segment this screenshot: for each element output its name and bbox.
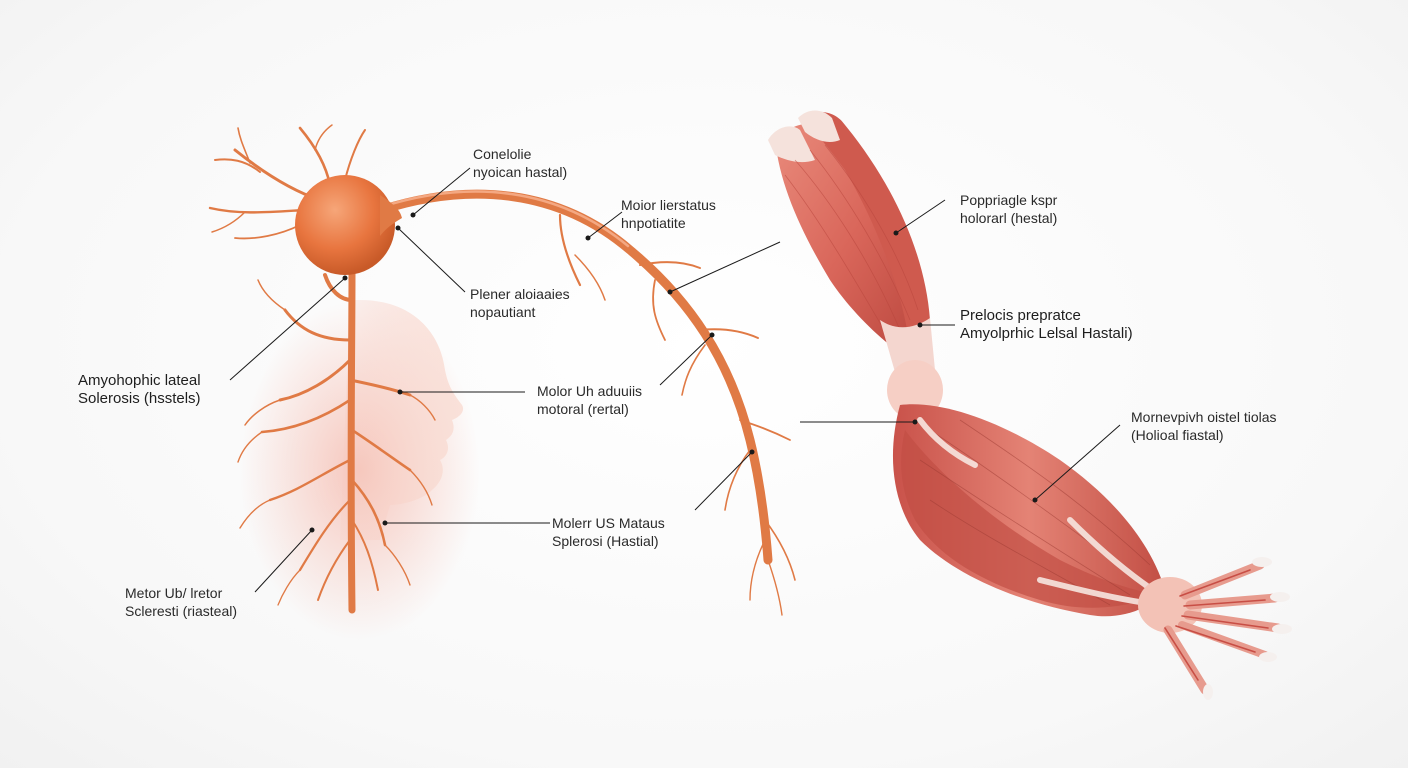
label-line: Metor Ub/ lretor bbox=[125, 585, 223, 601]
label-line: holorarl (hestal) bbox=[960, 210, 1058, 226]
leader-dots bbox=[309, 212, 1038, 533]
label-prelocis: Prelocis prepratce Amyolprhic Lelsal Has… bbox=[960, 307, 1133, 343]
label-line: Moior lierstatus bbox=[621, 197, 716, 213]
label-molerr-us: Molerr US Mataus Splerosi (Hastial) bbox=[552, 514, 665, 550]
hand bbox=[1138, 557, 1292, 700]
label-line: nopautiant bbox=[470, 304, 536, 320]
label-line: hnpotiatite bbox=[621, 215, 686, 231]
neuron-soma bbox=[295, 175, 395, 275]
label-line: nyoican hastal) bbox=[473, 164, 568, 180]
label-line: Amyohophic lateal bbox=[78, 372, 201, 389]
label-line: Poppriagle kspr bbox=[960, 192, 1058, 208]
label-line: Scleresti (riasteal) bbox=[125, 603, 238, 619]
motor-axon bbox=[370, 189, 773, 565]
label-line: Prelocis prepratce bbox=[960, 307, 1081, 324]
motor-axon-highlight bbox=[376, 190, 630, 248]
label-line: Mornevpivh oistel tiolas bbox=[1131, 409, 1277, 425]
label-line: Conelolie bbox=[473, 146, 532, 162]
label-line: (Holioal fiastal) bbox=[1131, 427, 1224, 443]
label-line: Splerosi (Hastial) bbox=[552, 533, 659, 549]
leader-lines bbox=[229, 167, 1121, 593]
label-molor-uh: Molor Uh aduuiis motoral (rertal) bbox=[537, 382, 642, 418]
label-line: motoral (rertal) bbox=[537, 401, 629, 417]
label-moior-lierstatus: Moior lierstatus hnpotiatite bbox=[621, 196, 716, 232]
label-mornevpivh: Mornevpivh oistel tiolas (Holioal fiasta… bbox=[1131, 408, 1277, 444]
label-line: Solerosis (hsstels) bbox=[78, 390, 201, 407]
label-poppriagle: Poppriagle kspr holorarl (hestal) bbox=[960, 191, 1057, 227]
axon-hillock bbox=[380, 195, 402, 236]
axon-branches bbox=[558, 213, 796, 616]
forearm-muscle bbox=[892, 404, 1165, 617]
label-metor-ub: Metor Ub/ lretor Scleresti (riasteal) bbox=[125, 584, 237, 620]
label-plener-aloiaaies: Plener aloiaaies nopautiant bbox=[470, 285, 570, 321]
face-profile bbox=[340, 300, 464, 540]
label-conelolie: Conelolie nyoican hastal) bbox=[473, 145, 567, 181]
upper-arm-muscle bbox=[768, 110, 935, 378]
label-line: Molerr US Mataus bbox=[552, 515, 665, 531]
label-amyohophic-lateal: Amyohophic lateal Solerosis (hsstels) bbox=[78, 372, 201, 408]
label-line: Molor Uh aduuiis bbox=[537, 383, 643, 399]
label-line: Amyolprhic Lelsal Hastali) bbox=[960, 325, 1133, 342]
spinal-nerve-tree bbox=[237, 266, 436, 614]
label-line: Plener aloiaaies bbox=[470, 286, 570, 302]
